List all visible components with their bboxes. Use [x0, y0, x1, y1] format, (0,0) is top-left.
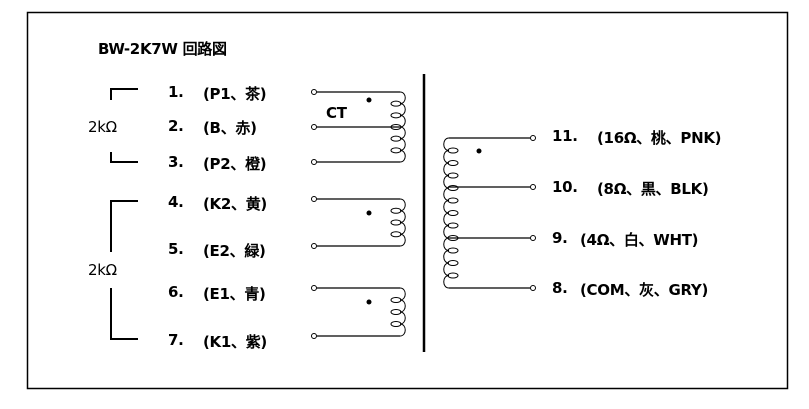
terminal-icon: [311, 124, 317, 130]
secondary-coil-loop: [447, 172, 459, 179]
secondary-coil-loop: [447, 197, 459, 204]
diagram-title: BW-2K7W 回路図: [98, 40, 227, 58]
polarity-dot: [366, 97, 372, 103]
secondary-coil-loop: [447, 222, 459, 229]
feedback-coil-upper-loop: [390, 231, 402, 238]
terminal-icon: [311, 285, 317, 291]
pin-label: (E2、緑): [203, 242, 266, 260]
primary-coil-loop: [390, 112, 402, 119]
feedback-coil-upper: [399, 198, 406, 247]
primary-impedance-bracket: [110, 88, 138, 163]
secondary-coil-loop: [447, 247, 459, 254]
pin-label: (B、赤): [203, 119, 257, 137]
secondary-coil-loop: [447, 260, 459, 266]
feedback-impedance-label: 2kΩ: [88, 261, 117, 279]
pin-label: (K2、黄): [203, 195, 267, 213]
primary-impedance-label: 2kΩ: [88, 118, 117, 136]
terminal-icon: [311, 333, 317, 339]
pin-number: 3.: [168, 153, 184, 171]
terminal-icon: [530, 184, 536, 190]
feedback-coil-lower-loop: [390, 321, 402, 327]
pin-label: (8Ω、黒、BLK): [597, 180, 709, 198]
secondary-coil-loop: [447, 210, 459, 216]
diagram-frame: [26, 11, 789, 390]
pin-number: 5.: [168, 240, 184, 258]
primary-coil-loop: [390, 100, 402, 107]
terminal-icon: [311, 243, 317, 249]
pin-number: 4.: [168, 193, 184, 211]
terminal-icon: [311, 196, 317, 202]
pin-number: 9.: [552, 229, 568, 247]
feedback-coil-lower-loop: [390, 309, 402, 315]
pin-number: 6.: [168, 283, 184, 301]
secondary-coil-loop: [447, 272, 459, 279]
secondary-coil-loop: [447, 147, 459, 154]
pin-label: (P2、橙): [203, 155, 267, 173]
primary-coil-loop: [390, 135, 402, 142]
secondary-coil: [443, 137, 450, 289]
terminal-icon: [530, 135, 536, 141]
primary-coil-loop: [390, 124, 402, 130]
pin-label: (16Ω、桃、PNK): [597, 129, 722, 147]
pin-number: 8.: [552, 279, 568, 297]
secondary-coil-loop: [447, 160, 459, 166]
pin-label: (K1、紫): [203, 333, 267, 351]
pin-number: 1.: [168, 83, 184, 101]
terminal-icon: [311, 89, 317, 95]
pin-number: 11.: [552, 127, 578, 145]
feedback-coil-lower-loop: [390, 297, 402, 303]
pin-label: (4Ω、白、WHT): [580, 231, 699, 249]
pin-label: (P1、茶): [203, 85, 267, 103]
primary-coil-loop: [390, 147, 402, 154]
primary-coil: [399, 91, 406, 163]
pin-number: 7.: [168, 331, 184, 349]
feedback-impedance-bracket: [110, 200, 138, 340]
terminal-icon: [530, 235, 536, 241]
polarity-dot: [366, 210, 372, 216]
feedback-coil-upper-loop: [390, 207, 402, 214]
feedback-coil-lower: [399, 287, 406, 337]
pin-label: (COM、灰、GRY): [580, 281, 709, 299]
secondary-coil-loop: [447, 235, 459, 241]
polarity-dot: [366, 299, 372, 305]
center-tap-label: CT: [326, 104, 347, 122]
pin-number: 2.: [168, 117, 184, 135]
pin-number: 10.: [552, 178, 578, 196]
secondary-coil-loop: [447, 185, 459, 191]
feedback-coil-upper-loop: [390, 219, 402, 226]
terminal-icon: [530, 285, 536, 291]
terminal-icon: [311, 159, 317, 165]
polarity-dot: [476, 148, 482, 154]
pin-label: (E1、青): [203, 285, 266, 303]
